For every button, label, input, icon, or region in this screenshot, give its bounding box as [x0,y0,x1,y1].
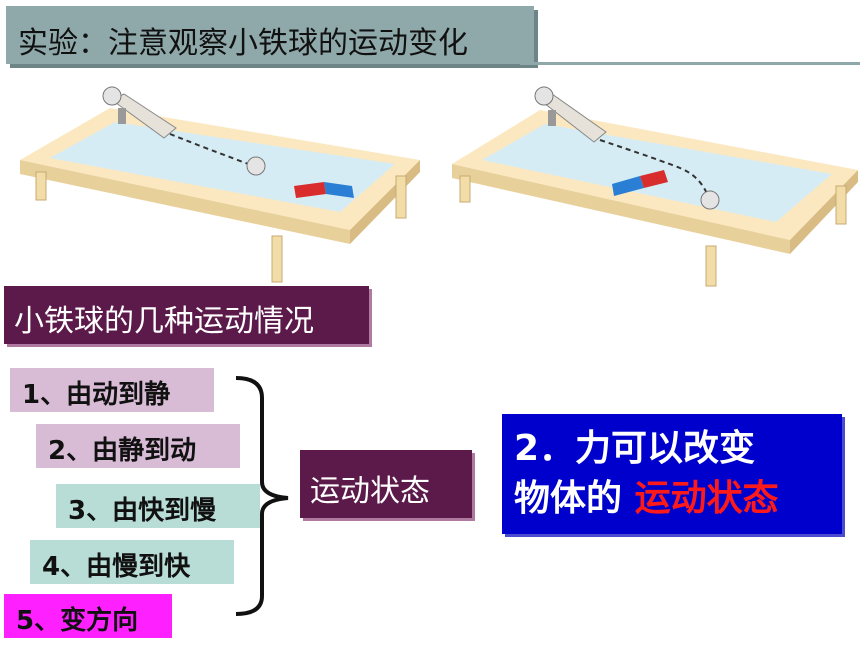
list-item-motion-2: 2、由静到动 [36,424,240,468]
right-experiment-table [452,86,858,287]
motion-state-label: 运动状态 [300,450,472,518]
list-item-motion-3: 3、由快到慢 [56,484,260,528]
brace-icon [235,376,289,616]
ball-icon [700,190,720,210]
list-item-motion-5: 5、变方向 [4,594,172,638]
conclusion-box: 2．力可以改变 物体的 运动状态 [502,414,842,534]
magnet-icon [612,170,668,196]
conclusion-highlight: 运动状态 [634,478,779,519]
title-bar: 实验：注意观察小铁球的运动变化 [6,6,534,64]
conclusion-line-1: 2．力可以改变 [514,428,756,469]
list-item-motion-4: 4、由慢到快 [30,540,234,584]
title-divider [520,62,860,65]
conclusion-line-2: 物体的 运动状态 [514,478,779,519]
magnet-icon [294,182,354,198]
list-item-motion-1: 1、由动到静 [10,368,214,412]
motion-cases-label: 小铁球的几种运动情况 [4,286,369,344]
page-title: 实验：注意观察小铁球的运动变化 [18,26,468,61]
left-experiment-table [20,86,420,283]
ball-icon [246,156,266,176]
